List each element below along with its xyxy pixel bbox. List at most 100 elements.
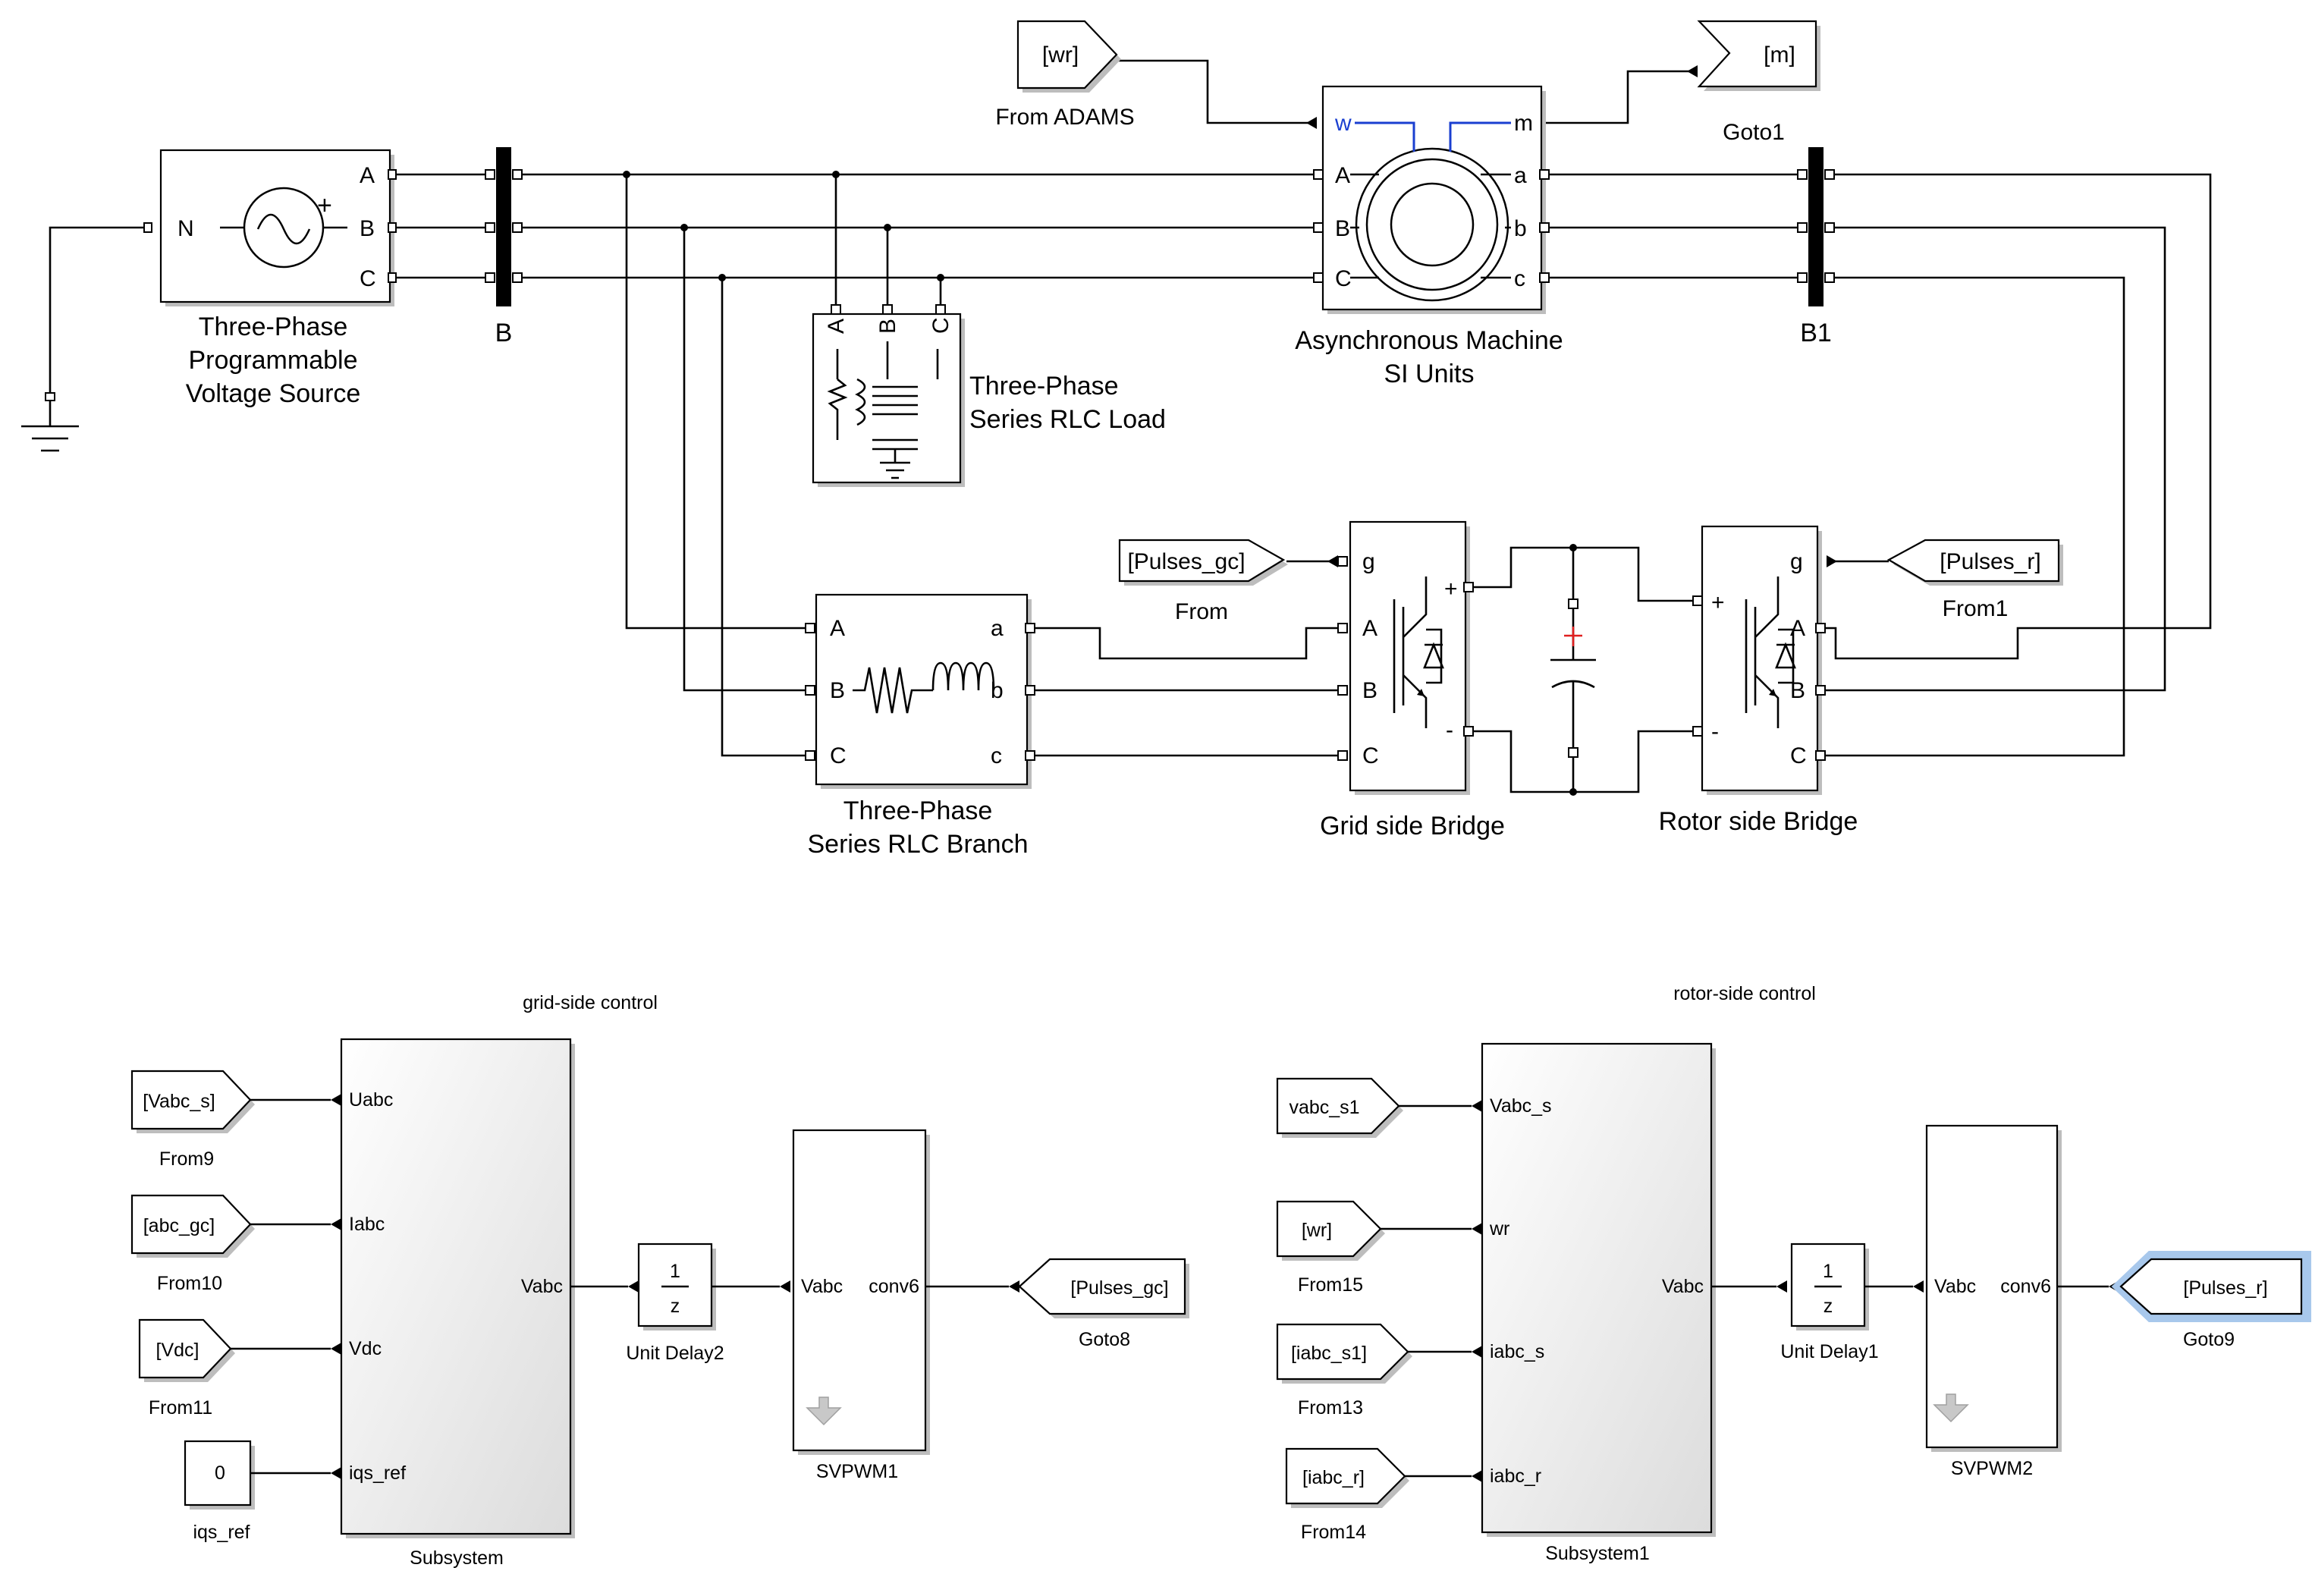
power-wires [49, 59, 2212, 793]
gb-port-g: g [1362, 549, 1375, 574]
capacitor-plus-icon [1564, 627, 1582, 646]
subsystem-block[interactable]: Uabc Iabc Vdc iqs_ref Vabc Subsystem [340, 1038, 575, 1569]
delay-den: z [1824, 1296, 1833, 1317]
svpwm2-label: SVPWM2 [1951, 1458, 2033, 1479]
machine-label-1: Asynchronous Machine [1295, 326, 1563, 355]
wire-arrows [1306, 65, 1837, 567]
goto9-tag[interactable]: [Pulses_r] Goto9 [2111, 1251, 2311, 1350]
goto9-label: Goto9 [2183, 1329, 2235, 1350]
branch-port-C: C [830, 743, 847, 768]
branch-port-B: B [830, 678, 845, 703]
iqs-ref-value: 0 [215, 1462, 225, 1484]
from13-tag[interactable]: [iabc_s1] From13 [1276, 1323, 1412, 1418]
port-a-label: a [1514, 163, 1527, 188]
branch-port-c: c [991, 743, 1002, 768]
load-label-1: Three-Phase [969, 372, 1119, 401]
svpwm1-label: SVPWM1 [816, 1461, 898, 1482]
bus-b-label: B [495, 319, 513, 347]
port-iabc-r: iabc_r [1490, 1466, 1541, 1487]
load-label-2: Series RLC Load [969, 405, 1166, 434]
unit-delay2-block[interactable]: 1 z Unit Delay2 [626, 1243, 724, 1364]
from10-tag[interactable]: [abc_gc] From10 [130, 1194, 255, 1294]
vabc-s1-tag[interactable]: vabc_s1 [1276, 1077, 1403, 1138]
gb-port-B: B [1362, 678, 1377, 703]
mask-arrow-icon [1933, 1393, 1969, 1423]
goto1-tag-text: [m] [1764, 42, 1795, 68]
rotor-side-control: rotor-side control vabc_s1 [wr] From15 [… [1276, 983, 2311, 1564]
from-pulses-gc-tag[interactable]: [Pulses_gc] From [1118, 539, 1288, 624]
port-uabc: Uabc [349, 1089, 393, 1111]
gb-port-C: C [1362, 743, 1379, 768]
port-iabc-s: iabc_s [1490, 1341, 1544, 1362]
port-b-label: B [360, 216, 375, 241]
rb-port-C: C [1790, 743, 1807, 768]
bus-bar-b1[interactable]: B1 [1797, 147, 1835, 347]
port-n-label: N [177, 216, 194, 241]
bus-bar-b[interactable]: B [485, 147, 523, 347]
from-gc-label: From [1175, 599, 1228, 624]
from13-tag-text: [iabc_s1] [1291, 1343, 1367, 1364]
from10-label: From10 [157, 1273, 222, 1294]
machine-label-2: SI Units [1384, 360, 1474, 388]
rb-port-minus: - [1711, 719, 1719, 744]
from1-pulses-r-tag[interactable]: [Pulses_r] From1 [1886, 539, 2063, 621]
three-phase-rlc-load[interactable]: A B C Three-Phase Series RLC Load [812, 304, 1166, 487]
delay-num: 1 [670, 1261, 680, 1282]
from15-tag-text: [wr] [1302, 1220, 1332, 1241]
branch-label-2: Series RLC Branch [807, 830, 1028, 859]
from10-tag-text: [abc_gc] [143, 1215, 215, 1236]
port-c-label: C [360, 266, 376, 291]
unit-delay2-label: Unit Delay2 [626, 1343, 724, 1364]
from1-label: From1 [1943, 596, 2009, 621]
goto1-tag[interactable]: [m] Goto1 [1697, 20, 1820, 145]
branch-port-A: A [830, 616, 845, 641]
ground-icon[interactable] [21, 392, 79, 452]
from-adams-tag[interactable]: [wr] From ADAMS [995, 20, 1135, 130]
rb-port-B: B [1790, 678, 1805, 703]
port-vabc-out: Vabc [521, 1276, 563, 1297]
port-iabc: Iabc [349, 1214, 385, 1235]
port-A-label: A [1335, 163, 1350, 188]
svpwm1-out-port: conv6 [869, 1276, 919, 1297]
port-c-label: c [1514, 266, 1525, 291]
from14-tag-text: [iabc_r] [1302, 1467, 1365, 1488]
goto8-tag[interactable]: [Pulses_gc] Goto8 [1018, 1258, 1189, 1350]
from11-tag[interactable]: [Vdc] From11 [138, 1318, 235, 1418]
svpwm1-block[interactable]: Vabc conv6 SVPWM1 [792, 1129, 930, 1482]
from9-tag[interactable]: [Vabc_s] From9 [130, 1070, 255, 1170]
branch-label-1: Three-Phase [843, 796, 993, 825]
source-label-3: Voltage Source [186, 379, 361, 408]
load-port-b: B [875, 319, 900, 334]
asynchronous-machine[interactable]: w m A B C a b c Asynchronous Machine SI … [1295, 85, 1563, 388]
subsystem1-block[interactable]: Vabc_s wr iabc_s iabc_r Vabc Subsystem1 [1481, 1042, 1716, 1564]
goto1-label: Goto1 [1723, 120, 1785, 145]
grid-side-bridge[interactable]: g A B C + - Grid side Bridge [1320, 520, 1505, 840]
port-w-label: w [1334, 111, 1352, 136]
svpwm1-in-port: Vabc [801, 1276, 843, 1297]
port-iqs-ref: iqs_ref [349, 1462, 406, 1484]
dc-link-capacitor[interactable] [1550, 598, 1596, 758]
three-phase-voltage-source[interactable]: + N A B C Three-Phase Programmable Volta… [143, 149, 397, 408]
grid-bridge-label: Grid side Bridge [1320, 812, 1505, 840]
plus-sign: + [317, 191, 332, 220]
motor-icon [1355, 147, 1509, 302]
branch-port-a: a [991, 616, 1004, 641]
iqs-ref-constant[interactable]: 0 iqs_ref [184, 1440, 255, 1543]
from14-label: From14 [1301, 1522, 1366, 1543]
subsystem1-label: Subsystem1 [1545, 1543, 1650, 1564]
goto8-label: Goto8 [1079, 1329, 1130, 1350]
from15-tag[interactable]: [wr] From15 [1276, 1200, 1385, 1296]
grid-side-control: grid-side control [Vabc_s] From9 [abc_gc… [130, 992, 1189, 1569]
rotor-side-bridge[interactable]: + - g A B C Rotor side Bridge [1659, 525, 1858, 836]
unit-delay1-block[interactable]: 1 z Unit Delay1 [1780, 1243, 1879, 1362]
unit-delay1-label: Unit Delay1 [1780, 1341, 1878, 1362]
igbt-icon [1393, 577, 1444, 728]
from13-label: From13 [1298, 1397, 1363, 1418]
from11-label: From11 [149, 1397, 212, 1418]
from-adams-tag-text: [wr] [1042, 42, 1079, 68]
svpwm2-block[interactable]: Vabc conv6 SVPWM2 [1925, 1124, 2062, 1479]
bus-b1-label: B1 [1800, 319, 1832, 347]
from14-tag[interactable]: [iabc_r] From14 [1285, 1447, 1409, 1543]
three-phase-rlc-branch[interactable]: A B C a b c Three-Phase Series RLC Branc… [805, 593, 1035, 859]
rotor-control-title: rotor-side control [1673, 983, 1816, 1004]
